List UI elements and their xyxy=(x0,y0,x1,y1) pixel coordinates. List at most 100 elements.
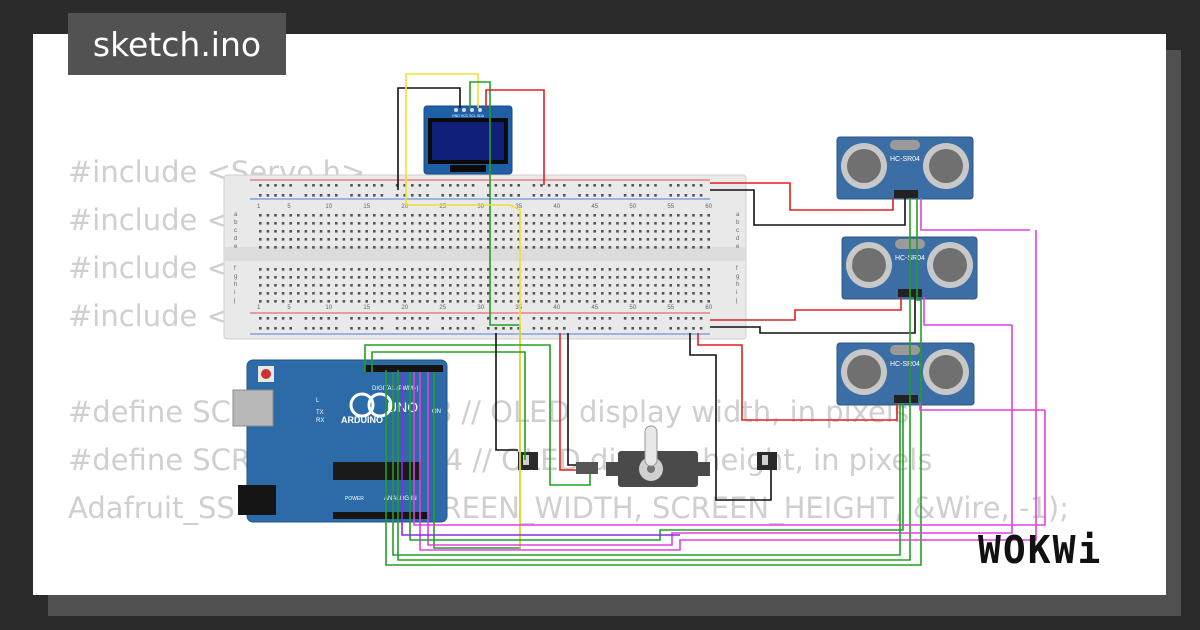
breadboard-hole[interactable] xyxy=(449,184,452,187)
breadboard-hole[interactable] xyxy=(350,214,353,217)
breadboard-hole[interactable] xyxy=(570,238,574,241)
breadboard-hole[interactable] xyxy=(601,276,604,279)
breadboard-hole[interactable] xyxy=(692,194,695,197)
breadboard-hole[interactable] xyxy=(699,300,703,303)
breadboard-hole[interactable] xyxy=(593,327,596,330)
breadboard-hole[interactable] xyxy=(433,300,437,303)
breadboard-hole[interactable] xyxy=(669,268,672,271)
breadboard-hole[interactable] xyxy=(593,194,596,197)
breadboard-hole[interactable] xyxy=(517,284,520,287)
breadboard-hole[interactable] xyxy=(373,300,376,303)
breadboard-hole[interactable] xyxy=(357,268,361,271)
breadboard-hole[interactable] xyxy=(426,184,429,187)
breadboard-hole[interactable] xyxy=(585,238,589,241)
breadboard-hole[interactable] xyxy=(464,300,467,303)
breadboard-hole[interactable] xyxy=(601,222,604,225)
breadboard-hole[interactable] xyxy=(441,238,444,241)
breadboard-hole[interactable] xyxy=(289,246,292,249)
breadboard-hole[interactable] xyxy=(335,300,338,303)
breadboard-hole[interactable] xyxy=(418,268,422,271)
breadboard-hole[interactable] xyxy=(684,214,688,217)
breadboard[interactable]: 1155101015152020252530303535404045455050… xyxy=(223,174,747,340)
breadboard-hole[interactable] xyxy=(266,268,270,271)
breadboard-hole[interactable] xyxy=(593,238,596,241)
breadboard-hole[interactable] xyxy=(578,194,581,197)
breadboard-hole[interactable] xyxy=(289,276,292,279)
breadboard-hole[interactable] xyxy=(350,292,353,295)
breadboard-hole[interactable] xyxy=(555,238,558,241)
breadboard-hole[interactable] xyxy=(456,222,460,225)
breadboard-hole[interactable] xyxy=(661,238,665,241)
breadboard-hole[interactable] xyxy=(281,317,285,320)
breadboard-hole[interactable] xyxy=(692,246,695,249)
breadboard-hole[interactable] xyxy=(646,222,650,225)
breadboard-hole[interactable] xyxy=(646,194,650,197)
breadboard-hole[interactable] xyxy=(699,194,703,197)
breadboard-hole[interactable] xyxy=(289,230,292,233)
breadboard-hole[interactable] xyxy=(319,327,323,330)
breadboard-hole[interactable] xyxy=(563,214,566,217)
breadboard-hole[interactable] xyxy=(357,214,361,217)
breadboard-hole[interactable] xyxy=(578,246,581,249)
breadboard-hole[interactable] xyxy=(471,292,475,295)
breadboard-hole[interactable] xyxy=(464,246,467,249)
breadboard-hole[interactable] xyxy=(608,222,612,225)
breadboard-hole[interactable] xyxy=(593,230,596,233)
breadboard-hole[interactable] xyxy=(456,276,460,279)
breadboard-hole[interactable] xyxy=(403,276,406,279)
breadboard-hole[interactable] xyxy=(259,184,262,187)
breadboard-hole[interactable] xyxy=(608,327,612,330)
breadboard-hole[interactable] xyxy=(403,317,406,320)
breadboard-hole[interactable] xyxy=(281,292,285,295)
breadboard-hole[interactable] xyxy=(411,300,414,303)
breadboard-hole[interactable] xyxy=(479,246,482,249)
breadboard-hole[interactable] xyxy=(281,268,285,271)
breadboard-hole[interactable] xyxy=(654,268,657,271)
breadboard-hole[interactable] xyxy=(623,230,627,233)
breadboard-hole[interactable] xyxy=(608,246,612,249)
breadboard-hole[interactable] xyxy=(395,268,399,271)
breadboard-hole[interactable] xyxy=(502,317,505,320)
breadboard-hole[interactable] xyxy=(342,276,346,279)
breadboard-hole[interactable] xyxy=(540,300,543,303)
breadboard-hole[interactable] xyxy=(525,268,528,271)
breadboard-hole[interactable] xyxy=(266,222,270,225)
breadboard-hole[interactable] xyxy=(563,184,566,187)
breadboard-hole[interactable] xyxy=(677,300,680,303)
breadboard-hole[interactable] xyxy=(502,327,505,330)
breadboard-hole[interactable] xyxy=(471,246,475,249)
breadboard-hole[interactable] xyxy=(312,194,315,197)
breadboard-hole[interactable] xyxy=(692,268,695,271)
breadboard-hole[interactable] xyxy=(433,276,437,279)
breadboard-hole[interactable] xyxy=(578,327,581,330)
breadboard-hole[interactable] xyxy=(563,292,566,295)
breadboard-hole[interactable] xyxy=(494,268,498,271)
breadboard-hole[interactable] xyxy=(623,238,627,241)
breadboard-hole[interactable] xyxy=(661,268,665,271)
breadboard-hole[interactable] xyxy=(312,246,315,249)
breadboard-hole[interactable] xyxy=(281,222,285,225)
breadboard-hole[interactable] xyxy=(350,246,353,249)
breadboard-hole[interactable] xyxy=(281,184,285,187)
breadboard-hole[interactable] xyxy=(395,292,399,295)
breadboard-hole[interactable] xyxy=(699,276,703,279)
breadboard-hole[interactable] xyxy=(373,222,376,225)
breadboard-hole[interactable] xyxy=(578,184,581,187)
breadboard-hole[interactable] xyxy=(281,284,285,287)
breadboard-hole[interactable] xyxy=(456,238,460,241)
breadboard-hole[interactable] xyxy=(411,246,414,249)
breadboard-hole[interactable] xyxy=(380,230,384,233)
breadboard-hole[interactable] xyxy=(418,300,422,303)
breadboard-hole[interactable] xyxy=(494,276,498,279)
breadboard-hole[interactable] xyxy=(555,194,558,197)
breadboard-hole[interactable] xyxy=(540,194,543,197)
breadboard-hole[interactable] xyxy=(342,246,346,249)
breadboard-hole[interactable] xyxy=(532,222,536,225)
breadboard-hole[interactable] xyxy=(487,327,490,330)
breadboard-hole[interactable] xyxy=(289,300,292,303)
breadboard-hole[interactable] xyxy=(304,246,308,249)
breadboard-hole[interactable] xyxy=(547,284,551,287)
breadboard-hole[interactable] xyxy=(418,222,422,225)
breadboard-hole[interactable] xyxy=(426,214,429,217)
breadboard-hole[interactable] xyxy=(707,292,710,295)
